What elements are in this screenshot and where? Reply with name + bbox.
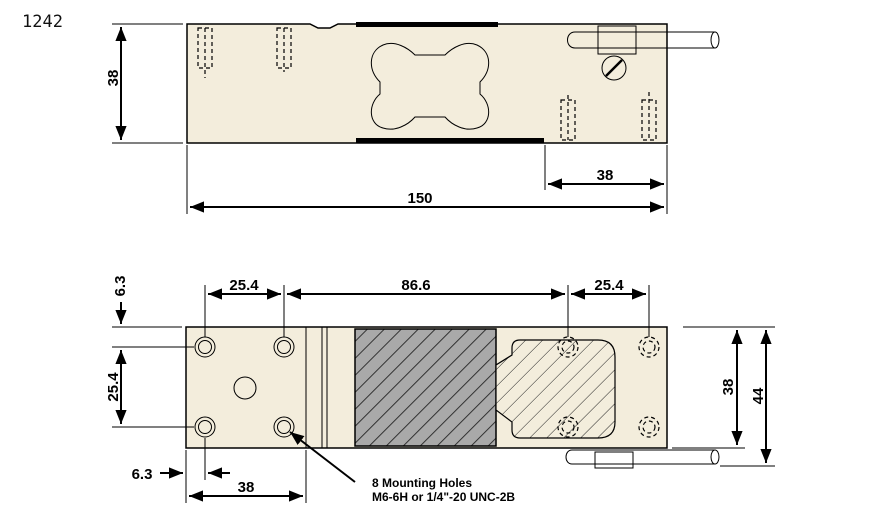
cable-end bbox=[710, 31, 720, 49]
gauge-cover-bottom bbox=[356, 138, 544, 143]
side-view-body bbox=[186, 23, 668, 144]
bottom-length-label: 38 bbox=[238, 479, 255, 496]
gauge-area-bore bbox=[495, 339, 616, 439]
center-spacing-label: 86.6 bbox=[401, 277, 430, 294]
side-height-label: 38 bbox=[105, 70, 122, 87]
hole-pitch-right-label: 25.4 bbox=[594, 277, 624, 294]
callout-line1: 8 Mounting Holes bbox=[372, 476, 472, 490]
edge-offset-bottom-label: 6.3 bbox=[132, 466, 153, 483]
width-38-label: 38 bbox=[720, 379, 737, 396]
side-hole-right-1 bbox=[560, 95, 576, 141]
callout-leader bbox=[289, 431, 356, 483]
clamp-screw-icon bbox=[601, 55, 627, 81]
callout-line2: M6-6H or 1/4"-20 UNC-2B bbox=[372, 490, 515, 504]
cable-clamp bbox=[597, 25, 637, 55]
gauge-area-cover bbox=[354, 328, 497, 447]
width-44-label: 44 bbox=[750, 387, 767, 404]
mounting-hole-right-top-left bbox=[557, 336, 579, 358]
side-hole-right-2 bbox=[641, 92, 657, 141]
edge-offset-top-label: 6.3 bbox=[112, 276, 129, 297]
side-hole-left-1 bbox=[197, 27, 213, 78]
side-hole-spacing-label: 38 bbox=[597, 167, 614, 184]
hole-pitch-left-label: 25.4 bbox=[229, 277, 259, 294]
mounting-hole-right-bottom-left bbox=[557, 416, 579, 438]
center-hole bbox=[233, 376, 257, 400]
mounting-hole-left-bottom-right bbox=[273, 416, 295, 438]
top-view-cable bbox=[565, 449, 715, 465]
mounting-hole-right-bottom-right bbox=[638, 416, 660, 438]
binocular-bore bbox=[370, 42, 490, 130]
side-view: 38 38 150 bbox=[105, 22, 720, 214]
top-view: 25.4 86.6 25.4 6.3 25.4 38 44 6.3 38 bbox=[105, 276, 775, 504]
screw-slot bbox=[605, 59, 623, 77]
gauge-cover-top bbox=[356, 22, 498, 27]
top-view-cable-clamp bbox=[594, 451, 634, 469]
side-hole-left-2 bbox=[276, 27, 292, 72]
side-length-label: 150 bbox=[407, 190, 432, 207]
model-number: 1242 bbox=[22, 12, 63, 32]
hole-pitch-vertical-label: 25.4 bbox=[105, 372, 122, 402]
mounting-hole-right-top-right bbox=[638, 336, 660, 358]
mounting-hole-left-bottom-left bbox=[194, 416, 216, 438]
